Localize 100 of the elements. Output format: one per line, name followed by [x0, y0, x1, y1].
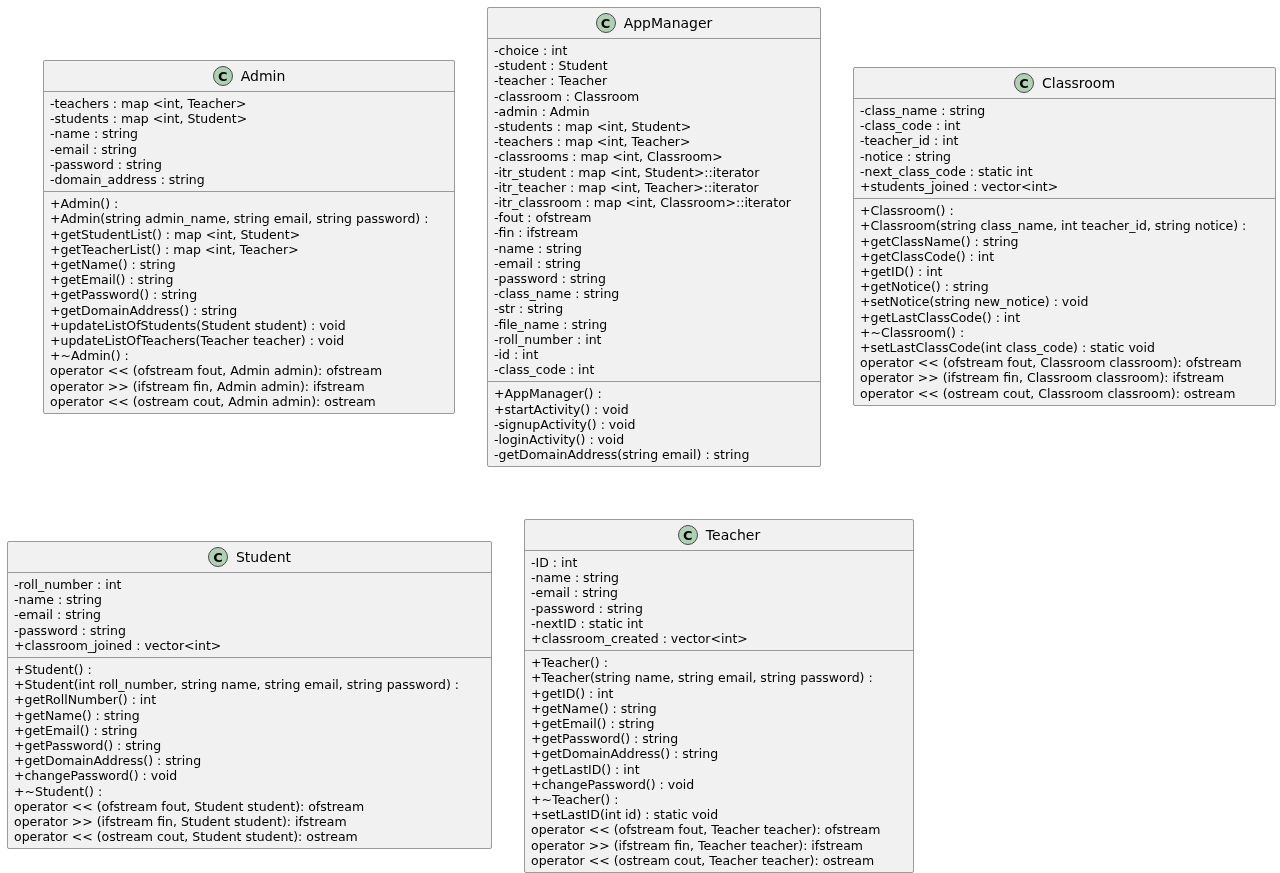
- class-attribute: -name : string: [50, 126, 138, 142]
- class-attribute: -class_name : string: [860, 103, 986, 119]
- class-name: Admin: [240, 68, 286, 84]
- class-attribute: -email : string: [494, 255, 582, 272]
- class-attribute: -email : string: [50, 141, 138, 157]
- class-attribute: -class_code : int: [860, 118, 961, 134]
- class-method: +getLastClassCode() : int: [860, 309, 1021, 325]
- class-method: +Admin() :: [50, 196, 119, 212]
- class-method: operator << (ostream cout, Teacher teacher): ostream: [531, 852, 875, 869]
- class-attribute: -admin : Admin: [494, 103, 590, 119]
- class-attribute: -ID : int: [531, 555, 578, 571]
- class-method: +~Classroom() :: [860, 324, 965, 341]
- class-method: -loginActivity() : void: [494, 432, 625, 448]
- class-box: [43, 60, 455, 415]
- class-attribute: -file_name : string: [494, 316, 608, 332]
- class-method: +startActivity() : void: [494, 401, 629, 417]
- class-method: +getDomainAddress() : string: [50, 302, 238, 318]
- class-method: +Admin(string admin_name, string email, string password) :: [50, 211, 429, 227]
- class-attribute: -email : string: [531, 585, 619, 601]
- class-method: operator << (ostream cout, Admin admin): ostream: [50, 393, 376, 410]
- class-method: +setLastClassCode(int class_code) : static void: [860, 340, 1155, 356]
- class-attribute: -domain_address : string: [50, 172, 205, 188]
- class-method: +getPassword() : string: [50, 287, 198, 303]
- class-attribute: -students : map <int, Student>: [50, 111, 248, 127]
- class-name: Teacher: [705, 527, 761, 543]
- class-attribute: -students : map <int, Student>: [494, 119, 692, 135]
- class-method: +getClassName() : string: [860, 233, 1019, 249]
- class-method: +getDomainAddress() : string: [14, 753, 202, 769]
- class-method: +Teacher() :: [531, 655, 608, 671]
- class-attribute: -notice : string: [860, 148, 952, 164]
- class-attribute: -password : string: [50, 156, 162, 172]
- class-method: +getRollNumber() : int: [14, 692, 157, 708]
- class-method: +changePassword() : void: [531, 776, 695, 793]
- class-attribute: -class_code : int: [494, 362, 595, 378]
- class-method: +getName() : string: [50, 257, 176, 273]
- class-method: operator << (ostream cout, Classroom classroom): ostream: [860, 385, 1236, 401]
- class-method: +Classroom(string class_name, int teacher_id, string notice) :: [860, 218, 1247, 234]
- class-method: operator >> (ifstream fin, Admin admin): ifstream: [50, 378, 365, 394]
- class-method: -signupActivity() : void: [494, 416, 636, 433]
- class-method: +getEmail() : string: [50, 272, 174, 288]
- class-box: [487, 7, 821, 468]
- class-attribute: -fin : ifstream: [494, 225, 579, 241]
- class-method: operator << (ofstream fout, Teacher teacher): ofstream: [531, 822, 881, 838]
- class-method: +updateListOfStudents(Student student) : void: [50, 317, 346, 334]
- class-method: +~Admin() :: [50, 348, 129, 364]
- class-method: -getDomainAddress(string email) : string: [494, 447, 750, 463]
- class-attribute: -teacher : Teacher: [494, 73, 608, 89]
- class-box: [524, 519, 914, 873]
- class-attribute: -teachers : map <int, Teacher>: [50, 96, 247, 112]
- class-attribute: -password : string: [14, 622, 126, 638]
- class-attribute: -password : string: [531, 600, 643, 616]
- class-method: +getPassword() : string: [531, 731, 679, 747]
- class-attribute: -classrooms : map <int, Classroom>: [494, 149, 723, 165]
- class-attribute: -next_class_code : static int: [860, 163, 1033, 179]
- class-attribute: -password : string: [494, 271, 606, 287]
- class-method: +Classroom() :: [860, 203, 954, 219]
- class-attribute: -name : string: [494, 240, 582, 256]
- class-method: +getName() : string: [14, 707, 140, 723]
- class-method: +changePassword() : void: [14, 768, 178, 784]
- class-method: operator << (ofstream fout, Admin admin): ofstream: [50, 363, 383, 379]
- class-method: +Teacher(string name, string email, string password) :: [531, 670, 873, 686]
- class-method: +setNotice(string new_notice) : void: [860, 294, 1089, 310]
- class-method: +getID() : int: [860, 264, 943, 280]
- class-method: +getEmail() : string: [14, 722, 138, 739]
- class-name: Classroom: [1041, 75, 1116, 91]
- class-attribute: -str : string: [494, 301, 564, 317]
- class-name: Student: [235, 549, 292, 565]
- class-box: [7, 541, 492, 850]
- class-method: operator >> (ifstream fin, Student student): ifstream: [14, 814, 347, 830]
- class-attribute: -fout : ofstream: [494, 210, 592, 226]
- class-method: +getDomainAddress() : string: [531, 746, 719, 762]
- class-method: operator >> (ifstream fin, Teacher teacher): ifstream: [531, 837, 863, 853]
- class-method: +getClassCode() : int: [860, 248, 995, 265]
- class-method: +getNotice() : string: [860, 279, 989, 295]
- class-attribute: +students_joined : vector<int>: [860, 179, 1059, 195]
- class-marker: C: [1013, 73, 1034, 93]
- class-marker: C: [212, 66, 233, 86]
- class-method: operator << (ofstream fout, Classroom classroom): ofstream: [860, 355, 1242, 371]
- class-attribute: -roll_number : int: [494, 331, 602, 348]
- class-method: +~Teacher() :: [531, 792, 619, 808]
- class-method: +getID() : int: [531, 685, 614, 701]
- class-method: +getStudentList() : map <int, Student>: [50, 226, 301, 242]
- class-method: +getEmail() : string: [531, 716, 655, 732]
- class-attribute: -teacher_id : int: [860, 133, 959, 149]
- class-attribute: +classroom_joined : vector<int>: [14, 637, 222, 653]
- class-attribute: -choice : int: [494, 43, 568, 59]
- class-attribute: -teachers : map <int, Teacher>: [494, 134, 691, 150]
- class-method: +updateListOfTeachers(Teacher teacher) : void: [50, 333, 345, 349]
- class-marker: C: [207, 547, 228, 567]
- class-marker: C: [677, 525, 698, 545]
- class-method: +Student(int roll_number, string name, string email, string password) :: [14, 677, 460, 693]
- class-method: +getLastID() : int: [531, 761, 640, 777]
- class-attribute: -name : string: [14, 592, 102, 608]
- class-attribute: -nextID : static int: [531, 615, 644, 631]
- class-box: [853, 67, 1276, 406]
- class-attribute: -classroom : Classroom: [494, 88, 640, 104]
- class-method: +setLastID(int id) : static void: [531, 807, 719, 823]
- class-attribute: -roll_number : int: [14, 577, 122, 593]
- class-method: +getTeacherList() : map <int, Teacher>: [50, 241, 299, 258]
- class-attribute: -itr_classroom : map <int, Classroom>::iterator: [494, 195, 791, 211]
